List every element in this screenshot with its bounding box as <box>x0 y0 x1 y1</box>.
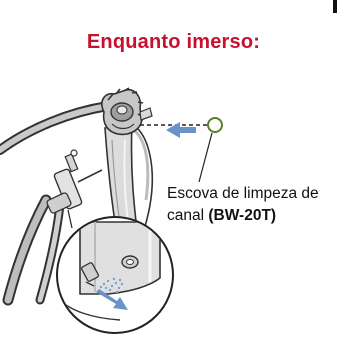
control-head <box>101 87 153 136</box>
brush-circle <box>207 117 223 133</box>
brush-model-label: (BW-20T) <box>208 207 277 224</box>
insertion-arrow <box>166 122 196 138</box>
universal-cord <box>0 101 113 155</box>
brush-callout: Escova de limpeza de canal (BW-20T) <box>167 183 319 227</box>
callout-line-2-prefix: canal <box>167 207 209 224</box>
section-heading: Enquanto imerso: <box>86 31 261 53</box>
detail-magnifier <box>56 216 174 334</box>
channel-port-assembly <box>46 149 103 214</box>
page-edge-mark <box>333 0 337 13</box>
callout-leader-line <box>198 132 213 183</box>
callout-line-2: canal (BW-20T) <box>167 205 319 227</box>
callout-line-1: Escova de limpeza de <box>167 185 319 202</box>
